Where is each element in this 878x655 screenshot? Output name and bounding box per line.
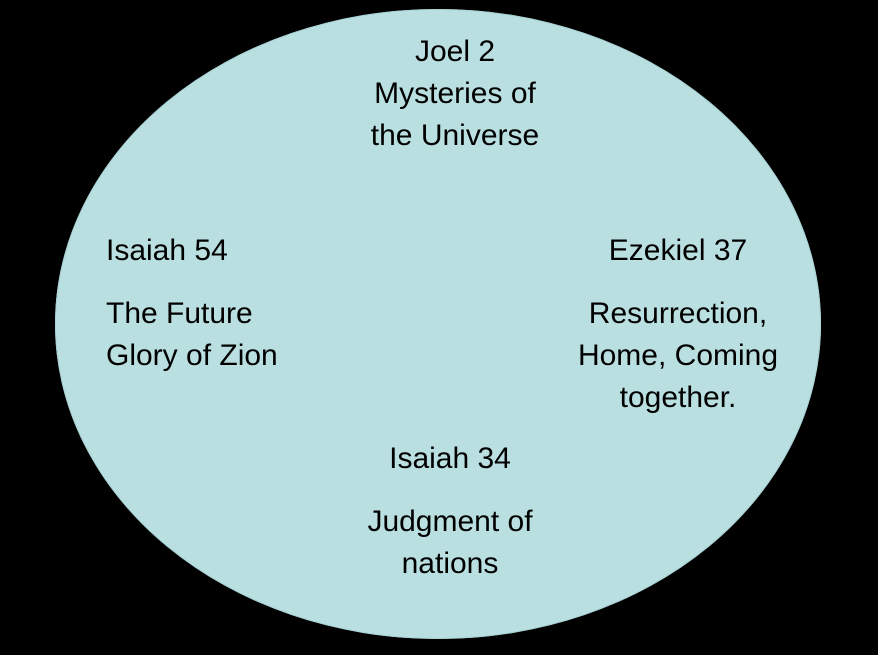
isaiah-34-line-2: nations — [401, 547, 499, 580]
spacer — [106, 272, 366, 293]
joel-block: Joel 2 Mysteries of the Universe — [305, 31, 605, 157]
ezekiel-37-heading: Ezekiel 37 — [608, 234, 748, 267]
joel-heading: Joel 2 — [414, 35, 496, 68]
isaiah-54-block: Isaiah 54 The Future Glory of Zion — [106, 230, 366, 377]
isaiah-54-line-2: Glory of Zion — [106, 339, 278, 372]
ezekiel-37-line-1: Resurrection, — [588, 297, 768, 330]
ezekiel-37-line-2: Home, Coming — [577, 339, 779, 372]
joel-line-2: the Universe — [370, 119, 540, 152]
isaiah-34-heading: Isaiah 34 — [389, 442, 511, 475]
spacer — [528, 272, 828, 293]
ezekiel-37-block: Ezekiel 37 Resurrection, Home, Coming to… — [528, 230, 828, 419]
isaiah-54-line-1: The Future — [106, 297, 253, 330]
joel-line-1: Mysteries of — [374, 77, 536, 110]
isaiah-34-line-1: Judgment of — [367, 505, 533, 538]
central-ellipse — [55, 9, 821, 639]
spacer — [300, 480, 600, 501]
isaiah-34-block: Isaiah 34 Judgment of nations — [300, 438, 600, 585]
isaiah-54-heading: Isaiah 54 — [106, 234, 228, 267]
ezekiel-37-line-3: together. — [619, 381, 737, 414]
